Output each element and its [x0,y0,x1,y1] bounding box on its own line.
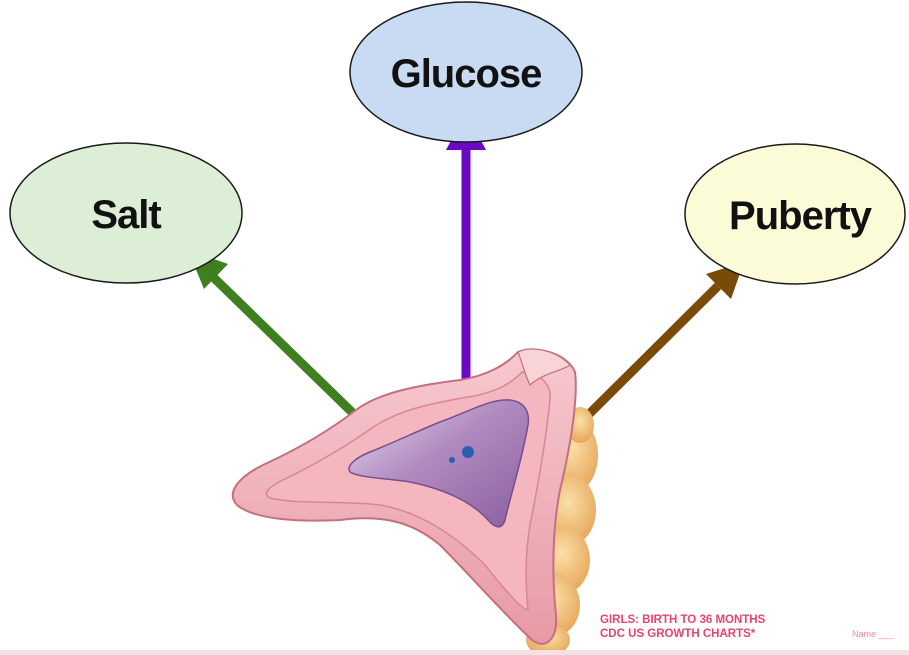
footer-line-1: GIRLS: BIRTH TO 36 MONTHS [600,614,766,626]
footer-line-2: CDC US GROWTH CHARTS* [600,628,756,640]
puberty-arrow-shaft [575,286,718,428]
node-salt: Salt [10,143,242,283]
node-glucose: Glucose [350,2,582,142]
arrow-to-puberty [575,262,744,428]
arrow-to-glucose [446,112,486,382]
small-vessel [449,457,455,463]
glucose-label: Glucose [391,52,542,96]
salt-label: Salt [91,193,161,237]
bottom-edge-strip [0,650,909,655]
salt-arrow-shaft [212,276,360,420]
arrow-to-salt [188,250,360,420]
node-puberty: Puberty [685,144,905,284]
puberty-label: Puberty [729,194,873,238]
growth-chart-footer: GIRLS: BIRTH TO 36 MONTHS CDC US GROWTH … [600,614,895,640]
adrenal-gland-illustration [233,349,598,655]
footer-name-field: Name ___ [852,629,895,639]
central-vein [462,446,474,458]
